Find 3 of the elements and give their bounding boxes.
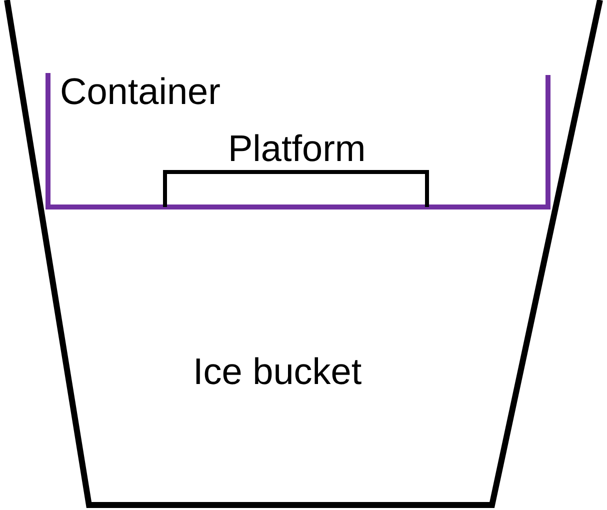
platform-label: Platform (228, 130, 366, 167)
container-label: Container (60, 73, 220, 110)
bucket-label: Ice bucket (193, 353, 362, 390)
